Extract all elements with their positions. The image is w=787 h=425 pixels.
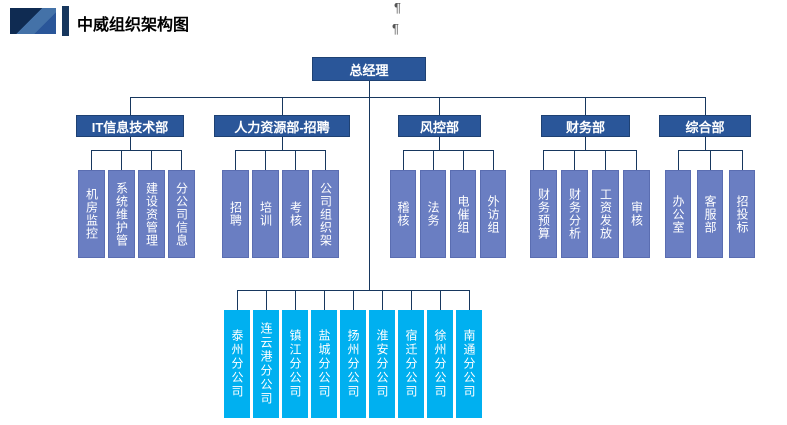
sub-node[interactable]: 培训: [252, 170, 279, 258]
title-accent-bar: [62, 6, 69, 36]
branch-node[interactable]: 连云港分公司: [253, 310, 279, 418]
connector-line: [151, 150, 152, 170]
sub-node[interactable]: 电催组: [450, 170, 476, 258]
sub-node[interactable]: 公司组织架: [312, 170, 339, 258]
connector-line: [585, 97, 586, 115]
sub-node[interactable]: 系统维护管: [108, 170, 135, 258]
connector-line: [91, 150, 92, 170]
sub-node[interactable]: 财务预算: [530, 170, 557, 258]
connector-line: [705, 137, 706, 150]
branch-node[interactable]: 宿迁分公司: [398, 310, 424, 418]
connector-line: [469, 290, 470, 310]
connector-line: [439, 137, 440, 150]
connector-line: [439, 97, 440, 115]
connector-line: [678, 150, 679, 170]
pilcrow-mark: ¶: [394, 0, 401, 15]
logo-icon: [10, 8, 56, 34]
connector-line: [130, 137, 131, 150]
connector-line: [543, 150, 637, 151]
connector-line: [265, 150, 266, 170]
sub-node[interactable]: 客服部: [697, 170, 723, 258]
connector-line: [433, 150, 434, 170]
connector-line: [91, 150, 182, 151]
sub-node[interactable]: 外访组: [480, 170, 506, 258]
connector-line: [411, 290, 412, 310]
connector-line: [295, 150, 296, 170]
sub-node[interactable]: 审核: [623, 170, 650, 258]
connector-line: [493, 150, 494, 170]
connector-line: [282, 97, 283, 115]
sub-node[interactable]: 招投标: [729, 170, 755, 258]
connector-line: [403, 150, 494, 151]
connector-line: [574, 150, 575, 170]
connector-line: [369, 81, 370, 290]
sub-node[interactable]: 办公室: [665, 170, 691, 258]
sub-node[interactable]: 招聘: [222, 170, 249, 258]
connector-line: [121, 150, 122, 170]
connector-line: [130, 97, 706, 98]
connector-line: [235, 150, 326, 151]
branch-node[interactable]: 盐城分公司: [311, 310, 337, 418]
branch-node[interactable]: 扬州分公司: [340, 310, 366, 418]
connector-line: [181, 150, 182, 170]
connector-line: [282, 137, 283, 150]
sub-node[interactable]: 分公司信息: [168, 170, 195, 258]
dept-node-general[interactable]: 综合部: [659, 115, 751, 137]
connector-line: [324, 290, 325, 310]
connector-line: [463, 150, 464, 170]
pilcrow-mark: ¶: [392, 21, 399, 36]
connector-line: [235, 150, 236, 170]
connector-line: [237, 290, 238, 310]
connector-line: [403, 150, 404, 170]
sub-node[interactable]: 财务分析: [561, 170, 588, 258]
sub-node[interactable]: 机房监控: [78, 170, 105, 258]
connector-line: [710, 150, 711, 170]
connector-line: [705, 97, 706, 115]
branch-node[interactable]: 徐州分公司: [427, 310, 453, 418]
dept-node-hr[interactable]: 人力资源部-招聘: [214, 115, 350, 137]
dept-node-risk[interactable]: 风控部: [398, 115, 481, 137]
connector-line: [266, 290, 267, 310]
connector-line: [353, 290, 354, 310]
branch-node[interactable]: 镇江分公司: [282, 310, 308, 418]
branch-node[interactable]: 南通分公司: [456, 310, 482, 418]
branch-node[interactable]: 泰州分公司: [224, 310, 250, 418]
connector-line: [440, 290, 441, 310]
sub-node[interactable]: 法务: [420, 170, 446, 258]
connector-line: [543, 150, 544, 170]
connector-line: [130, 97, 131, 115]
dept-node-finance[interactable]: 财务部: [541, 115, 630, 137]
sub-node[interactable]: 稽核: [390, 170, 416, 258]
sub-node[interactable]: 考核: [282, 170, 309, 258]
dept-node-it[interactable]: IT信息技术部: [76, 115, 184, 137]
branch-node[interactable]: 淮安分公司: [369, 310, 395, 418]
connector-line: [325, 150, 326, 170]
connector-line: [605, 150, 606, 170]
connector-line: [382, 290, 383, 310]
connector-line: [636, 150, 637, 170]
connector-line: [295, 290, 296, 310]
connector-line: [585, 137, 586, 150]
page-title: 中威组织架构图: [77, 17, 190, 34]
connector-line: [742, 150, 743, 170]
sub-node[interactable]: 工资发放: [592, 170, 619, 258]
sub-node[interactable]: 建设资管理: [138, 170, 165, 258]
org-root-node[interactable]: 总经理: [312, 57, 426, 81]
